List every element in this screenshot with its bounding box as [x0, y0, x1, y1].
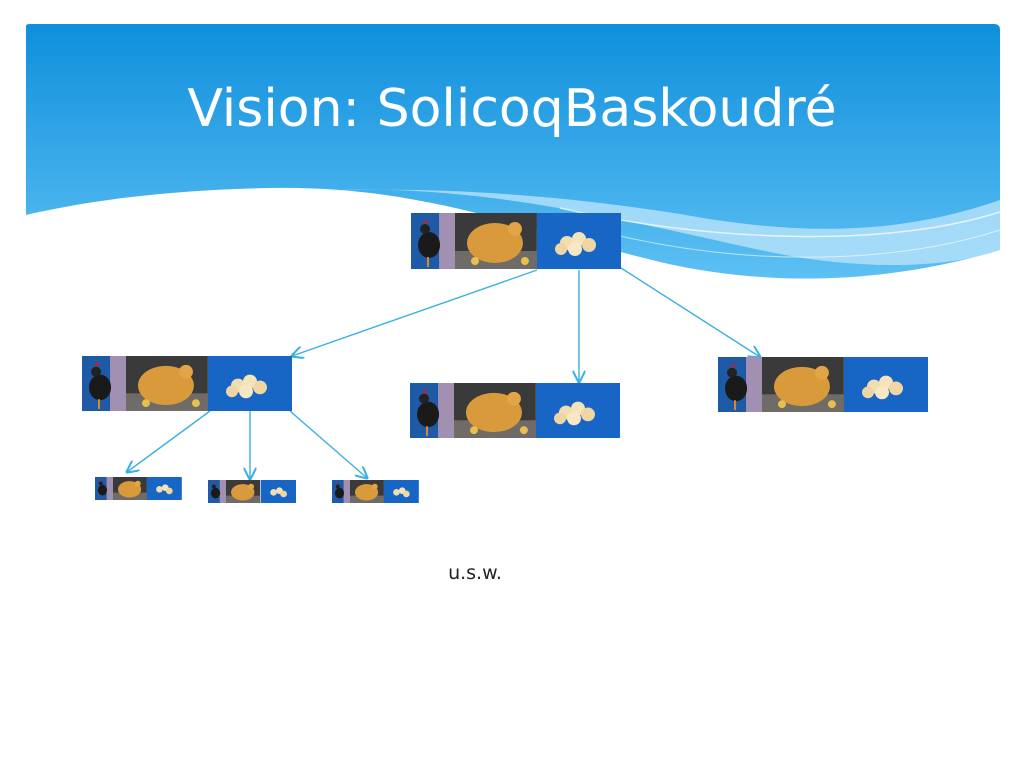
chicks-photo [147, 477, 182, 500]
rooster-photo [411, 213, 456, 269]
diagram-node-grandchild-3 [332, 480, 419, 503]
chicks-photo [207, 356, 292, 411]
diagram-node-child-right [718, 357, 928, 412]
chicks-photo [843, 357, 928, 412]
hen-photo [350, 480, 385, 503]
hen-photo [455, 213, 537, 269]
rooster-photo [208, 480, 227, 503]
diagram-node-grandchild-1 [95, 477, 182, 500]
hen-photo [762, 357, 844, 412]
arrow-left-to-grandchild-3 [289, 410, 367, 478]
arrow-root-to-right [620, 267, 760, 357]
chicks-photo [384, 480, 419, 503]
hen-photo [113, 477, 148, 500]
chicks-photo [260, 480, 296, 503]
chicks-photo [535, 383, 620, 438]
rooster-photo [332, 480, 351, 503]
slide-title: Vision: SolicoqBaskoudré [187, 79, 837, 139]
arrow-left-to-grandchild-1 [127, 410, 211, 472]
footer-text: u.s.w. [448, 562, 502, 584]
diagram-node-child-middle [410, 383, 620, 438]
rooster-photo [718, 357, 763, 412]
hen-photo [126, 356, 208, 411]
diagram-node-child-left [82, 356, 292, 411]
arrow-root-to-left [292, 269, 538, 356]
rooster-photo [82, 356, 127, 411]
diagram-node-root [411, 213, 621, 269]
rooster-photo [95, 477, 114, 500]
rooster-photo [410, 383, 455, 438]
hen-photo [454, 383, 536, 438]
chicks-photo [536, 213, 621, 269]
hen-photo [226, 480, 261, 503]
diagram-node-grandchild-2 [208, 480, 296, 503]
